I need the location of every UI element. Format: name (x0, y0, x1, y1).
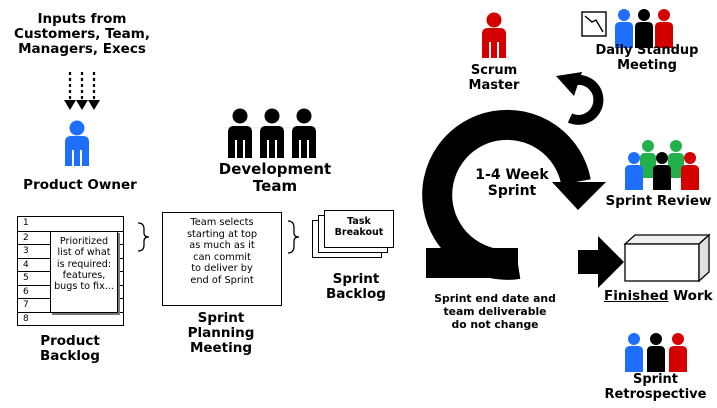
finished-work-label: Finished Work (604, 288, 717, 304)
sprint-backlog-card-1: Task Breakout (324, 210, 394, 248)
product-backlog-row-number: 7 (23, 300, 29, 310)
sprint-label: 1-4 Week Sprint (475, 167, 549, 199)
sprint-review-label: Sprint Review (605, 193, 712, 209)
finished-arrow-icon (578, 236, 624, 288)
product-owner-head (69, 120, 85, 136)
product-backlog-row-number: 4 (23, 259, 29, 270)
daily-standup-icon (581, 9, 673, 48)
sprint-backlog-label: Sprint Backlog (326, 271, 386, 303)
product-backlog-note: Prioritized list of what is required: fe… (50, 231, 118, 313)
product-backlog-row-number: 1 (23, 218, 29, 228)
sprint-end-note: Sprint end date and team deliverable do … (434, 292, 556, 331)
scrum-master-person-icon (482, 12, 506, 58)
brace-right-2 (287, 220, 300, 254)
product-backlog-row: 1 (18, 217, 123, 231)
work-word: Work (668, 288, 713, 304)
inputs-arrows (64, 72, 100, 110)
sprint-retrospective-icon (625, 333, 687, 372)
sprint-planning-note: Team selects starting at top as much as … (162, 212, 282, 306)
finished-work-box-icon (623, 233, 711, 283)
development-team-label: Development Team (218, 160, 332, 195)
product-owner-person-icon (65, 120, 89, 166)
product-backlog-label: Product Backlog (40, 333, 100, 365)
product-backlog-row-number: 5 (23, 273, 29, 283)
sprint-retrospective-label: Sprint Retrospective (604, 372, 707, 402)
daily-loop-arrow-icon (556, 72, 604, 125)
daily-standup-label: Daily Standup Meeting (595, 43, 699, 73)
brace-right-1 (137, 222, 150, 252)
product-backlog-row-number: 2 (23, 232, 29, 243)
finished-word: Finished (604, 288, 669, 304)
product-backlog-row: 2 (18, 230, 123, 245)
product-backlog-row-number: 8 (23, 313, 29, 324)
sprint-review-icon (625, 140, 699, 190)
development-team-icon (228, 108, 316, 158)
sprint-cycle-icon (422, 109, 606, 280)
product-backlog-row: 8 (18, 311, 123, 326)
inputs-label: Inputs from Customers, Team, Managers, E… (14, 11, 150, 58)
product-backlog-row-number: 6 (23, 286, 29, 297)
sprint-planning-label: Sprint Planning Meeting (187, 310, 255, 357)
scrum-master-label: Scrum Master (468, 63, 520, 93)
product-backlog-row-number: 3 (23, 246, 29, 256)
product-backlog-list: 1 2 3 4 5 6 7 8 Prioritized list of what is req… (17, 216, 124, 326)
product-owner-label: Product Owner (23, 177, 137, 193)
